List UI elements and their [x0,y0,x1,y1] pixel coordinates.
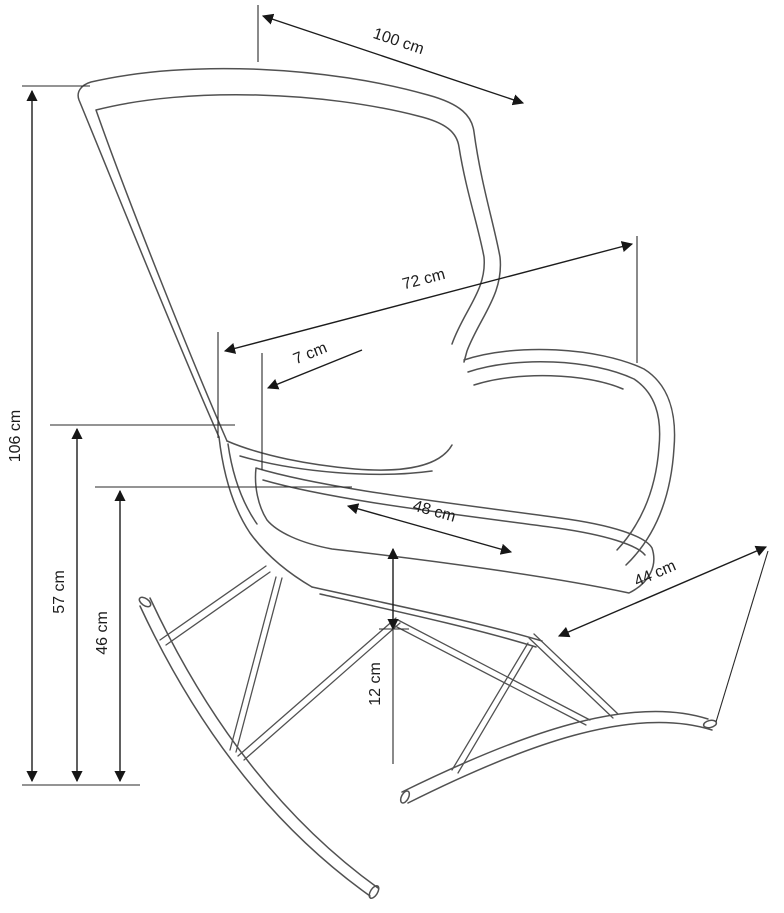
leg-rod [237,617,397,757]
leg-rod [397,619,591,721]
leg-rod [159,565,267,641]
left-rocker-back-cap [138,596,152,608]
dimension-72cm: 72 cm [217,236,638,438]
dimension-annotations: 100 cm 72 cm 7 cm 106 cm [7,5,769,786]
dimension-label: 57 cm [51,570,68,614]
lumbar-seam [239,455,433,476]
backrest-bottom-curve [226,440,453,471]
dimension-106cm: 106 cm [7,85,140,786]
right-rocker-inner [407,721,713,804]
leg-rod [394,625,587,726]
armrest-inner-outline [467,360,661,551]
armrest-seam [473,374,624,390]
leg-frame [159,565,619,774]
left-side-panel-inner [227,443,258,525]
backrest-outer-outline [77,67,502,438]
leg-rod [229,576,277,751]
right-rocker-outer [401,710,709,793]
dimension-12cm: 12 cm [367,547,409,764]
right-rocker [399,710,718,804]
dimension-label: 72 cm [401,266,447,294]
dimension-line [223,241,634,354]
dimension-label: 100 cm [371,25,426,58]
leg-rod [165,571,271,646]
right-rocker-front-cap [399,790,411,804]
dimension-label: 106 cm [7,410,24,462]
extension-line [715,550,769,723]
left-rocker-outer [139,605,371,897]
dimension-7cm: 7 cm [261,339,363,470]
dimension-label: 44 cm [632,557,679,590]
dimension-48cm: 48 cm [346,498,513,555]
backrest-inner-outline [95,93,485,442]
dimension-line [261,13,525,106]
armrest-outer-outline [463,348,676,566]
left-side-panel-outer [218,436,313,588]
chair-drawing [77,67,718,899]
under-seat-apron [311,586,543,642]
under-seat-apron-seam [319,593,537,648]
dimension-label: 7 cm [291,339,330,368]
dimension-label: 12 cm [367,662,384,706]
dimension-57cm: 57 cm [50,424,235,783]
dimension-label: 46 cm [94,611,111,655]
leg-rod [451,642,529,771]
dimension-46cm: 46 cm [94,486,352,783]
leg-rod [243,622,401,761]
left-rocker [138,596,380,899]
dimension-line [266,349,363,390]
right-rocker-back-cap [702,719,718,729]
left-rocker-front-cap [368,885,380,899]
leg-rod [528,637,614,719]
leg-rod [457,645,534,774]
leg-rod [235,577,283,753]
dimension-line [557,545,768,638]
left-rocker-inner [149,597,379,889]
leg-rod [533,633,619,715]
dimension-100cm: 100 cm [257,5,525,106]
dimension-line [346,503,513,555]
